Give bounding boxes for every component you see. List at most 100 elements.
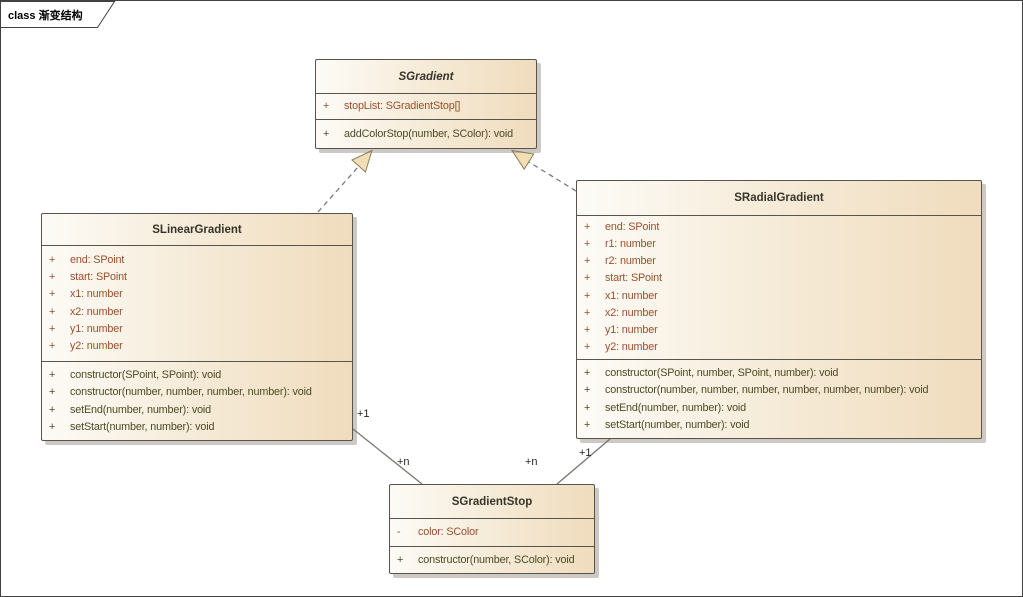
attribute-row: + end: SPoint (577, 219, 981, 236)
operation-row: + constructor(SPoint, number, SPoint, num… (577, 365, 981, 382)
visibility-marker: + (49, 288, 56, 301)
visibility-marker: + (584, 272, 591, 285)
multiplicity-label-linear-target: +n (397, 456, 410, 468)
attribute-row: + x1: number (577, 288, 981, 305)
realization-connector-slineargradient[interactable] (317, 165, 360, 213)
operation-row: + constructor(number, number, number, num… (42, 384, 352, 401)
operation-row-text: setStart(number, number): void (605, 418, 750, 431)
attribute-row-text: y2: number (70, 339, 123, 352)
class-attributes-compartment: + end: SPoint + r1: number + r2: number + start… (577, 215, 981, 359)
operation-row: + setStart(number, number): void (577, 417, 981, 434)
operation-row: +constructor(number, number, number, num… (577, 382, 981, 399)
visibility-marker: + (584, 367, 591, 380)
visibility-marker: + (584, 306, 591, 319)
visibility-marker: - (397, 525, 401, 538)
class-operations-compartment: + constructor(SPoint, number, SPoint, num… (577, 359, 981, 439)
attribute-row: + y1: number (577, 322, 981, 339)
operation-row-text: constructor(number, number, number, numb… (70, 386, 312, 399)
operation-row-text: setStart(number, number): void (70, 420, 215, 433)
attribute-row: + r2: number (577, 253, 981, 270)
visibility-marker: + (584, 384, 591, 397)
frame-tab-label: class 渐变结构 (8, 10, 83, 22)
class-box-sradialgradient[interactable]: SRadialGradient + end: SPoint + r1: number + r… (576, 180, 982, 439)
attribute-row-text: x1: number (605, 289, 658, 302)
association-connector-slineargradient-sgradientstop[interactable] (352, 428, 423, 485)
visibility-marker: + (584, 289, 591, 302)
operation-row: +addColorStop(number, SColor): void (316, 126, 536, 143)
class-attributes-compartment: +end: SPoint+start: SPoint+x1: number+x2… (42, 245, 352, 361)
attribute-row-text: x2: number (605, 306, 658, 319)
visibility-marker: + (584, 220, 591, 233)
class-attributes-compartment: + stopList: SGradientStop[] (316, 93, 536, 119)
multiplicity-label-radial-source: +1 (579, 447, 592, 459)
attribute-row-text: stopList: SGradientStop[] (344, 99, 461, 112)
attribute-row: + y2: number (577, 339, 981, 356)
operation-row: +constructor(SPoint, SPoint): void (42, 367, 352, 384)
class-operations-compartment: + constructor(number, SColor): void (390, 546, 594, 574)
attribute-row-text: y1: number (605, 323, 658, 336)
class-title: SLinearGradient (152, 223, 242, 236)
attribute-row-text: r2: number (605, 255, 656, 268)
frame-tab (1, 1, 116, 28)
visibility-marker: + (49, 420, 56, 433)
attribute-row: +end: SPoint (42, 252, 352, 269)
attribute-row: + y2: number (42, 338, 352, 355)
attribute-row-text: x2: number (70, 305, 123, 318)
class-box-slineargradient[interactable]: SLinearGradient+end: SPoint+start: SPoin… (41, 213, 353, 441)
visibility-marker: + (397, 553, 404, 566)
multiplicity-label-radial-target: +n (525, 456, 538, 468)
class-box-sgradient[interactable]: SGradient+stopList: SGradientStop[]+addC… (315, 59, 537, 149)
visibility-marker: + (323, 127, 330, 140)
visibility-marker: + (49, 369, 56, 382)
visibility-marker: + (49, 305, 56, 318)
visibility-marker: + (49, 403, 56, 416)
operation-row-text: setEnd(number, number): void (70, 403, 212, 416)
attribute-row-text: color: SColor (418, 525, 479, 538)
visibility-marker: + (584, 255, 591, 268)
operation-row: + setStart(number, number): void (42, 419, 352, 436)
operation-row: + constructor(number, SColor): void (390, 552, 594, 569)
attribute-row: + x2: number (577, 305, 981, 322)
association-connector-sradialgradient-sgradientstop[interactable] (556, 438, 611, 485)
attribute-row-text: end: SPoint (605, 220, 660, 233)
operation-row-text: constructor(SPoint, number, SPoint, numb… (605, 367, 839, 380)
attribute-row: + stopList: SGradientStop[] (316, 98, 536, 115)
attribute-row-text: y2: number (605, 341, 658, 354)
class-title: SGradientStop (451, 495, 533, 508)
attribute-row: - color: SColor (390, 524, 594, 541)
operation-row-text: constructor(number, SColor): void (418, 553, 575, 566)
attribute-row-text: start: SPoint (70, 271, 127, 284)
realization-arrowhead-right (510, 149, 535, 171)
visibility-marker: + (584, 341, 591, 354)
visibility-marker: + (584, 418, 591, 431)
visibility-marker: + (584, 401, 591, 414)
multiplicity-label-linear-source: +1 (357, 408, 370, 420)
operation-row: + setEnd(number, number): void (577, 400, 981, 417)
realization-arrowhead-left (351, 149, 373, 173)
attribute-row: + x1: number (42, 286, 352, 303)
class-operations-compartment: +constructor(SPoint, SPoint): void+const… (42, 361, 352, 441)
attribute-row-text: start: SPoint (605, 272, 662, 285)
attribute-row: + start: SPoint (577, 270, 981, 287)
attribute-row: +y1: number (42, 321, 352, 338)
class-attributes-compartment: - color: SColor (390, 518, 594, 546)
class-operations-compartment: +addColorStop(number, SColor): void (316, 119, 536, 149)
visibility-marker: + (584, 237, 591, 250)
operation-row: + setEnd(number, number): void (42, 402, 352, 419)
visibility-marker: + (584, 323, 591, 336)
class-title: SRadialGradient (734, 192, 824, 204)
visibility-marker: + (323, 99, 330, 112)
realization-connector-sradialgradient[interactable] (528, 161, 577, 192)
attribute-row-text: end: SPoint (70, 253, 125, 266)
class-box-sgradientstop[interactable]: SGradientStop - color: SColor + constructor(… (389, 484, 595, 574)
operation-row-text: setEnd(number, number): void (605, 401, 747, 414)
attribute-row-text: r1: number (605, 237, 656, 250)
visibility-marker: + (49, 271, 56, 284)
visibility-marker: + (49, 339, 56, 352)
attribute-row: + r1: number (577, 236, 981, 253)
visibility-marker: + (49, 386, 56, 399)
attribute-row-text: y1: number (70, 322, 123, 335)
attribute-row-text: x1: number (70, 288, 123, 301)
